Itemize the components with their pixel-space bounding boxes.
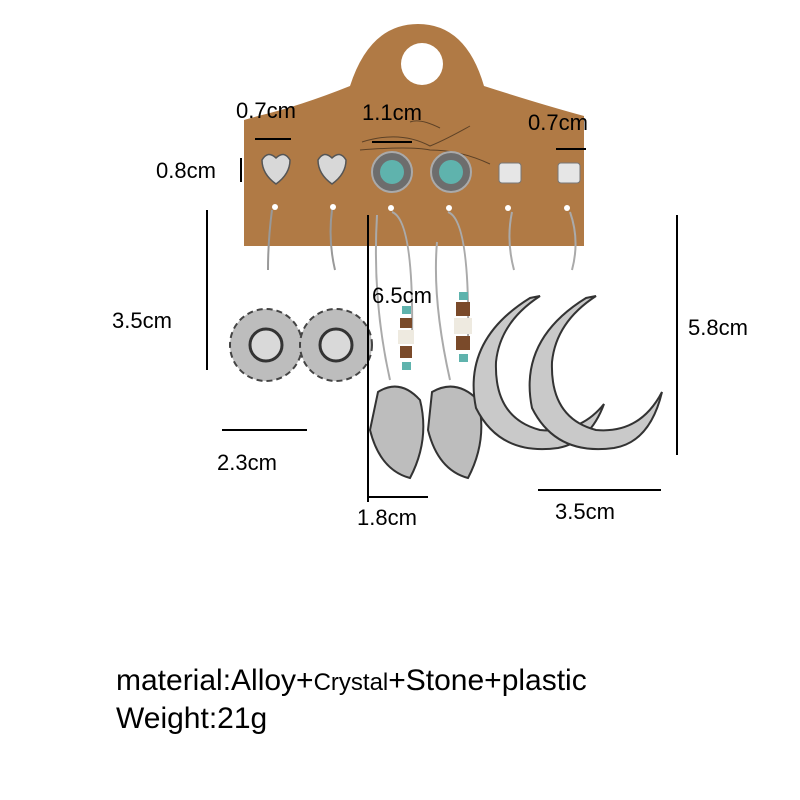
sun-height-line [206,210,208,370]
leaf-height-label: 6.5cm [372,283,432,308]
sun-width-label: 2.3cm [217,450,277,475]
sun-width-line [222,429,307,431]
moon-height-line [676,215,678,455]
stud-height-line [240,158,242,182]
moon-earring-pair [472,211,663,451]
moon-height-label: 5.8cm [688,315,748,340]
crystal-width-label: 0.7cm [528,110,588,135]
turquoise-width-line [372,141,412,143]
sun-earring-pair [229,209,373,382]
heart-width-line [255,138,291,140]
sun-height-label: 3.5cm [112,308,172,333]
moon-width-label: 3.5cm [555,499,615,524]
stud-height-label: 0.8cm [156,158,216,183]
heart-width-label: 0.7cm [236,98,296,123]
leaf-earring-pair [368,211,483,480]
material-line: material:Alloy+Crystal+Stone+plastic [116,666,587,696]
weight-line: Weight:21g [116,702,268,735]
material-suffix: +Stone+plastic [388,664,587,697]
hang-hole [401,43,443,85]
heart-stud-pair [261,153,347,185]
material-crystal: Crystal [313,669,389,696]
crystal-stud-pair [498,162,581,184]
turquoise-stud-pair [371,151,472,193]
crystal-width-line [556,148,586,150]
moon-width-line [538,489,661,491]
leaf-width-line [368,496,428,498]
turquoise-width-label: 1.1cm [362,100,422,125]
material-prefix: material:Alloy+ [116,664,314,697]
leaf-height-line [367,215,369,502]
leaf-width-label: 1.8cm [357,505,417,530]
